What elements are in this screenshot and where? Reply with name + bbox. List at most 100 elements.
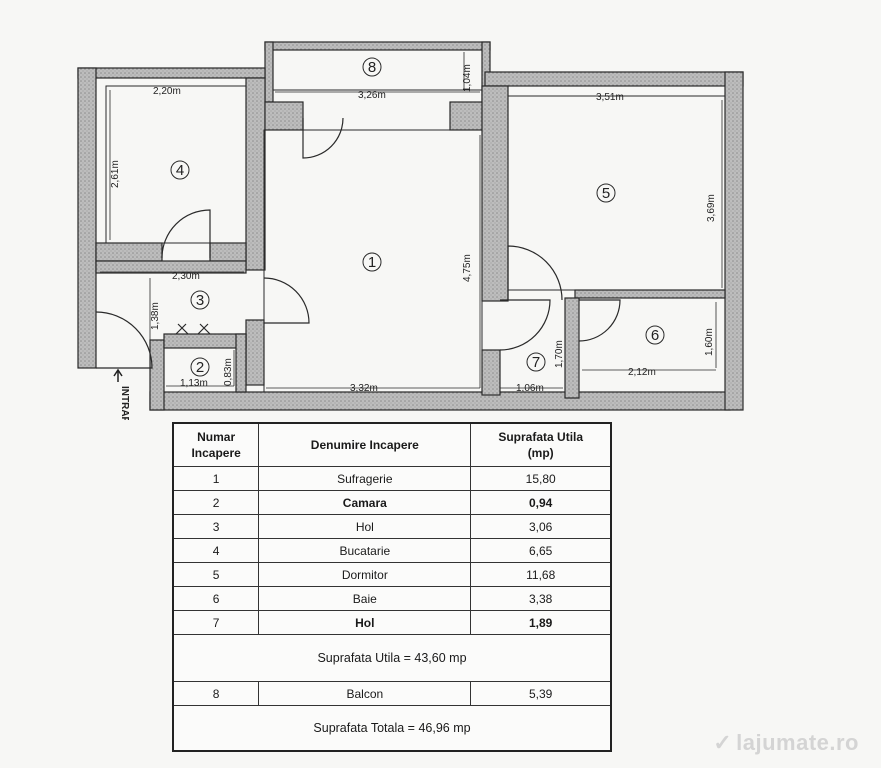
room-marker-1 xyxy=(362,252,382,272)
balcony-row: 8 Balcon 5,39 xyxy=(172,681,612,706)
dim-3-51: 3,51m xyxy=(596,92,624,103)
row-area: 3,06 xyxy=(470,514,612,539)
wall-bottom-left xyxy=(149,339,165,411)
wall-room1-right xyxy=(481,349,501,396)
room-marker-5 xyxy=(596,183,616,203)
row-number: 2 xyxy=(172,490,260,515)
wall-left-top xyxy=(77,67,266,79)
wall-room5-left xyxy=(481,85,509,302)
room-number-6: 6 xyxy=(651,327,659,344)
row-area: 3,38 xyxy=(470,586,612,611)
balcony-name: Balcon xyxy=(258,681,472,706)
row-number: 4 xyxy=(172,538,260,563)
entrance-label: INTRARE xyxy=(119,386,130,420)
room-marker-3 xyxy=(190,290,210,310)
entrance-marker: INTRARE xyxy=(113,368,130,420)
dim-3-26: 3,26m xyxy=(358,90,386,101)
watermark: ✓lajumate.ro xyxy=(713,730,859,755)
balcony-area: 5,39 xyxy=(470,681,612,706)
room1-outline xyxy=(263,129,483,393)
dim-4-75: 4,75m xyxy=(462,254,473,282)
door-room7 xyxy=(499,299,551,351)
row-name: Baie xyxy=(258,586,472,611)
watermark-logo-icon: ✓ xyxy=(713,730,733,755)
door-pantry xyxy=(175,323,211,335)
wall-right-outer xyxy=(724,71,744,411)
row-name: Bucatarie xyxy=(258,538,472,563)
room-marker-7 xyxy=(526,352,546,372)
dim-1-06: 1,06m xyxy=(516,383,544,394)
room-number-7: 7 xyxy=(532,354,540,371)
row-name: Camara xyxy=(258,490,472,515)
room8-outline xyxy=(272,49,483,91)
room-number-2: 2 xyxy=(196,359,204,376)
room-marker-8 xyxy=(362,57,382,77)
dim-3-32: 3,32m xyxy=(350,383,378,394)
row-area: 0,94 xyxy=(470,490,612,515)
balcony-number: 8 xyxy=(172,681,260,706)
wall-right-top xyxy=(484,71,744,87)
row-name: Dormitor xyxy=(258,562,472,587)
dim-1-70: 1,70m xyxy=(554,340,565,368)
door-room8 xyxy=(302,117,344,159)
room-number-8: 8 xyxy=(368,59,376,76)
table-row: 2 Camara 0,94 xyxy=(172,490,612,515)
row-name: Hol xyxy=(258,610,472,635)
useful-area-row: Suprafata Utila = 43,60 mp xyxy=(172,634,612,682)
table-row: 1 Sufragerie 15,80 xyxy=(172,466,612,491)
row-number: 6 xyxy=(172,586,260,611)
balcony-wall-top xyxy=(264,41,491,51)
row-name: Sufragerie xyxy=(258,466,472,491)
row-number: 5 xyxy=(172,562,260,587)
wall-hall-top xyxy=(95,260,247,274)
row-area: 6,65 xyxy=(470,538,612,563)
room-number-1: 1 xyxy=(368,254,376,271)
wall-room5-bottom xyxy=(574,289,726,299)
balcony-wall-left xyxy=(264,41,274,103)
total-area: Suprafata Totala = 46,96 mp xyxy=(172,705,612,752)
door-room2 xyxy=(161,209,211,259)
room-marker-4 xyxy=(170,160,190,180)
useful-area-total: Suprafata Utila = 43,60 mp xyxy=(172,634,612,682)
row-number: 1 xyxy=(172,466,260,491)
dim-1-13: 1,13m xyxy=(180,378,208,389)
door-room1 xyxy=(263,277,310,324)
wall-room2-bottom-b xyxy=(209,242,247,262)
header-room-area: Suprafata Utila(mp) xyxy=(470,422,612,467)
wall-left-outer xyxy=(77,67,97,369)
wall-room2-bottom xyxy=(95,242,163,262)
door-room5 xyxy=(507,245,563,301)
room5-outline xyxy=(507,95,726,291)
dim-3-69: 3,69m xyxy=(706,194,717,222)
room-number-5: 5 xyxy=(602,185,610,202)
dim-2-61: 2,61m xyxy=(110,160,121,188)
table-row: 4 Bucatarie 6,65 xyxy=(172,538,612,563)
room-marker-2 xyxy=(190,357,210,377)
row-number: 3 xyxy=(172,514,260,539)
row-number: 7 xyxy=(172,610,260,635)
row-area: 15,80 xyxy=(470,466,612,491)
walls xyxy=(77,41,744,411)
table-row: 7 Hol 1,89 xyxy=(172,610,612,635)
table-row: 3 Hol 3,06 xyxy=(172,514,612,539)
wall-room1-top xyxy=(264,101,304,131)
door-entrance xyxy=(95,311,153,369)
doors xyxy=(95,117,621,369)
dim-2-30: 2,30m xyxy=(172,271,200,282)
entrance-arrow-icon xyxy=(113,368,123,382)
wall-pantry-right xyxy=(235,333,247,393)
wall-room2-right xyxy=(245,77,266,271)
door-room6 xyxy=(578,299,621,342)
dim-2-20: 2,20m xyxy=(153,86,181,97)
wall-pantry xyxy=(163,333,247,349)
wall-room1-left xyxy=(245,319,265,386)
room-marker-6 xyxy=(645,325,665,345)
room-number-3: 3 xyxy=(196,292,204,309)
dim-0-83: 0,83m xyxy=(223,358,234,386)
row-area: 1,89 xyxy=(470,610,612,635)
wall-bottom xyxy=(149,391,731,411)
dim-2-12: 2,12m xyxy=(628,367,656,378)
